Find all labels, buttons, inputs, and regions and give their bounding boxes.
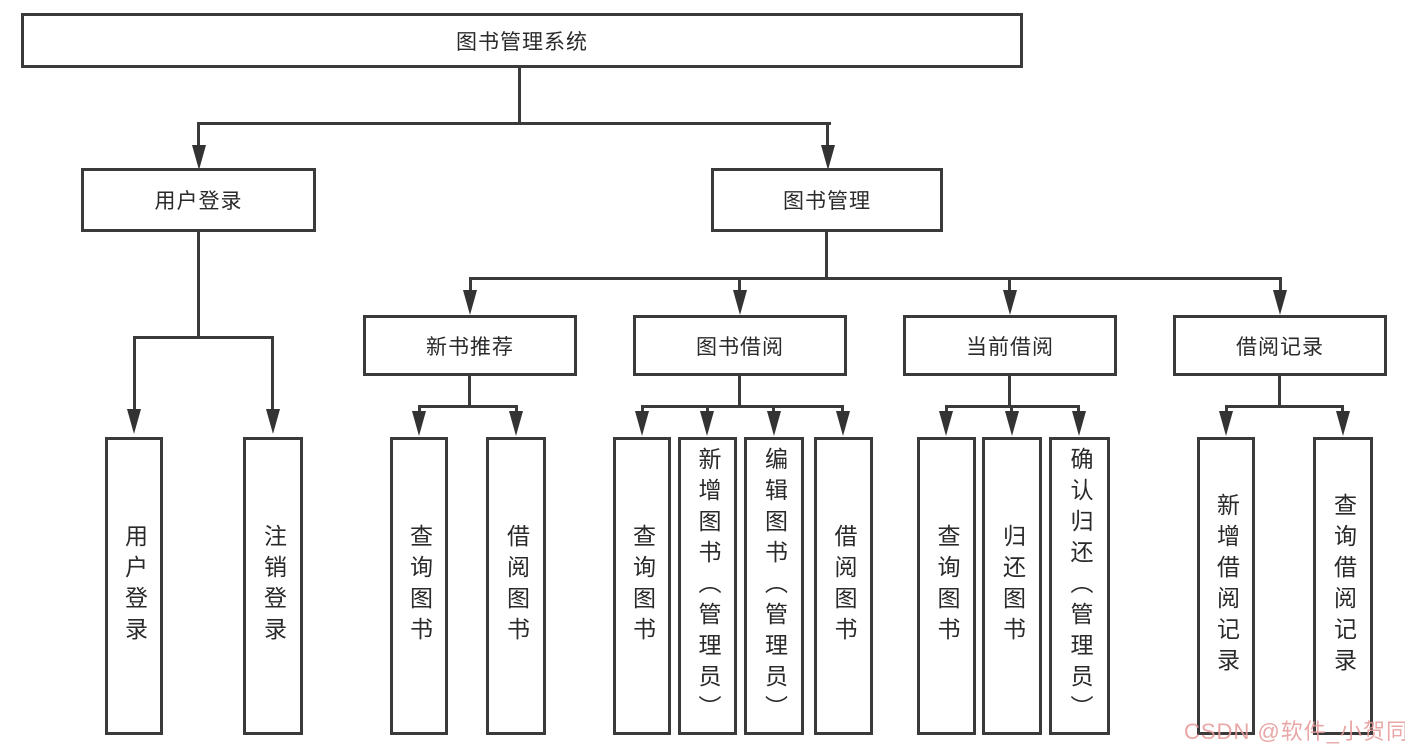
connector-user-login-branch [133,336,274,339]
connector-borrow-record-branch [1225,405,1344,408]
arrow-down-icon [635,411,649,436]
node-label: 图书管理 [783,190,871,213]
connector-drop [469,277,472,291]
leaf-label: 借阅图书 [503,524,530,648]
leaf-confirm-return-admin: 确认归还（管理员） [1049,437,1110,735]
leaf-add-borrow-record: 新增借阅记录 [1197,437,1255,735]
leaf-user-login: 用户登录 [105,437,163,735]
connector-drop [1010,405,1013,413]
arrow-down-icon [266,409,280,434]
connector-drop [772,405,775,413]
connector-drop [271,336,274,410]
node-user-login: 用户登录 [81,168,316,232]
arrow-down-icon [836,411,850,436]
leaf-label: 归还图书 [999,524,1026,648]
node-label: 图书借阅 [696,335,784,359]
node-label: 新书推荐 [426,335,514,359]
arrow-down-icon [700,411,714,436]
arrow-down-icon [1005,411,1019,436]
connector-drop-user-login [197,122,200,146]
leaf-edit-books-admin: 编辑图书（管理员） [744,437,804,735]
arrow-down-icon [463,290,477,315]
csdn-watermark: CSDN @软件_小贺同学 [1184,719,1405,744]
leaf-label: 查询图书 [934,524,960,648]
node-book-borrow: 图书借阅 [633,315,847,376]
arrow-down-icon [1219,411,1233,436]
node-borrow-record: 借阅记录 [1173,315,1387,376]
leaf-label: 注销登录 [260,524,287,648]
connector-new-book-rec-branch [418,405,518,408]
connector-drop [1225,405,1228,413]
leaf-query-books: 查询图书 [390,437,448,735]
connector-book-mgmt-stem [825,232,828,280]
connector-drop [1008,277,1011,291]
node-label: 借阅记录 [1236,335,1324,359]
node-root-library-system: 图书管理系统 [21,13,1023,68]
arrow-down-icon [192,145,206,170]
connector-drop [418,405,421,413]
arrow-down-icon [1273,290,1287,315]
arrow-down-icon [1072,411,1086,436]
connector-drop [1077,405,1080,413]
leaf-return-books: 归还图书 [982,437,1042,735]
leaf-label: 新增借阅记录 [1213,493,1240,679]
connector-user-login-stem [197,232,200,339]
connector-drop [133,336,136,410]
connector-root-branch [197,122,831,125]
connector-book-borrow-stem [738,376,741,408]
arrow-down-icon [767,411,781,436]
leaf-borrow-books: 借阅图书 [486,437,546,735]
leaf-add-books-admin: 新增图书（管理员） [678,437,737,735]
connector-borrow-record-stem [1278,376,1281,408]
node-new-book-recommend: 新书推荐 [363,315,577,376]
leaf-label: 新增图书（管理员） [695,446,721,726]
leaf-query-borrow-record: 查询借阅记录 [1313,437,1373,735]
connector-drop [841,405,844,413]
leaf-logout: 注销登录 [243,437,303,735]
arrow-down-icon [821,145,835,170]
leaf-query-books: 查询图书 [613,437,671,735]
arrow-down-icon [1003,290,1017,315]
node-label: 图书管理系统 [456,30,588,54]
connector-drop [738,277,741,291]
leaf-label: 查询借阅记录 [1330,493,1357,679]
connector-drop [706,405,709,413]
connector-book-mgmt-branch [469,277,1282,280]
node-book-management: 图书管理 [711,168,943,232]
leaf-label: 确认归还（管理员） [1067,446,1093,726]
arrow-down-icon [509,411,523,436]
connector-current-borrow-stem [1008,376,1011,408]
connector-drop [515,405,518,413]
connector-drop [1279,277,1282,291]
leaf-query-books: 查询图书 [917,437,976,735]
node-label: 当前借阅 [966,335,1054,359]
node-label: 用户登录 [154,190,243,213]
leaf-label: 借阅图书 [831,524,857,648]
connector-drop [945,405,948,413]
connector-drop-book-mgmt [826,122,829,146]
arrow-down-icon [412,411,426,436]
connector-book-borrow-branch [641,405,844,408]
leaf-label: 查询图书 [629,524,656,648]
connector-new-book-rec-stem [468,376,471,408]
connector-drop [641,405,644,413]
leaf-label: 查询图书 [406,524,433,648]
connector-drop [1341,405,1344,413]
arrow-down-icon [127,409,141,434]
arrow-down-icon [733,290,747,315]
arrow-down-icon [939,411,953,436]
arrow-down-icon [1336,411,1350,436]
leaf-borrow-books: 借阅图书 [814,437,873,735]
node-current-borrow: 当前借阅 [903,315,1117,376]
leaf-label: 用户登录 [121,524,148,648]
leaf-label: 编辑图书（管理员） [761,446,788,726]
connector-root-stem [518,68,521,125]
